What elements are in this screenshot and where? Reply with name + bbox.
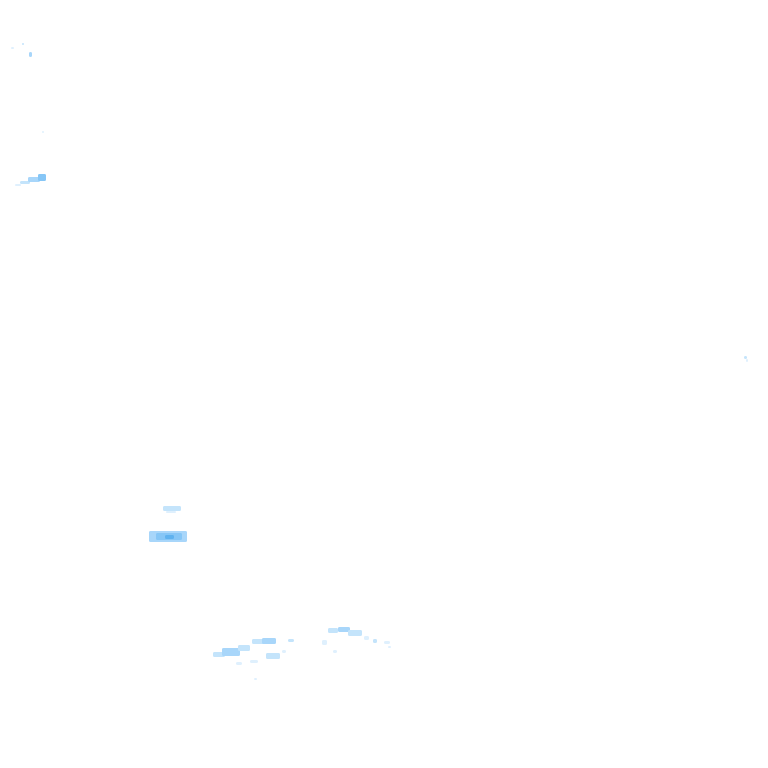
echo-cell bbox=[282, 650, 286, 653]
echo-cell bbox=[322, 640, 327, 645]
echo-cell bbox=[222, 648, 240, 656]
echo-cluster-left-streak bbox=[15, 174, 46, 186]
echo-cell bbox=[238, 645, 250, 651]
echo-cell bbox=[288, 639, 294, 642]
echo-cluster-bottom-band bbox=[213, 627, 391, 680]
echo-speck bbox=[744, 356, 747, 359]
echo-cell bbox=[384, 641, 390, 644]
echo-speck bbox=[746, 359, 748, 362]
echo-cell bbox=[262, 638, 276, 644]
echo-cell bbox=[166, 511, 176, 513]
echo-cell bbox=[38, 174, 46, 181]
echo-cell bbox=[28, 177, 40, 182]
echo-cluster-right-edge bbox=[744, 356, 748, 362]
echo-cell bbox=[236, 662, 242, 665]
echo-cluster-mid-left-band bbox=[149, 506, 187, 542]
echo-cell bbox=[388, 646, 391, 648]
echo-cell bbox=[20, 181, 30, 184]
echo-speck bbox=[22, 43, 24, 45]
echo-cell bbox=[266, 653, 280, 659]
echo-cell bbox=[328, 628, 338, 633]
echo-cell bbox=[163, 506, 181, 511]
echo-cell bbox=[338, 627, 350, 632]
echo-cell bbox=[254, 678, 257, 680]
echo-cell bbox=[373, 639, 377, 643]
echo-cell bbox=[348, 630, 362, 636]
echo-cell bbox=[250, 660, 258, 663]
echo-cell bbox=[165, 535, 174, 539]
echo-cell bbox=[15, 184, 21, 186]
echo-speck bbox=[29, 52, 32, 57]
echo-cell bbox=[333, 650, 337, 653]
echo-cluster-top-left-specks bbox=[11, 43, 44, 133]
echo-cell bbox=[364, 636, 369, 640]
echo-speck bbox=[11, 47, 14, 49]
echo-speck bbox=[42, 131, 44, 133]
